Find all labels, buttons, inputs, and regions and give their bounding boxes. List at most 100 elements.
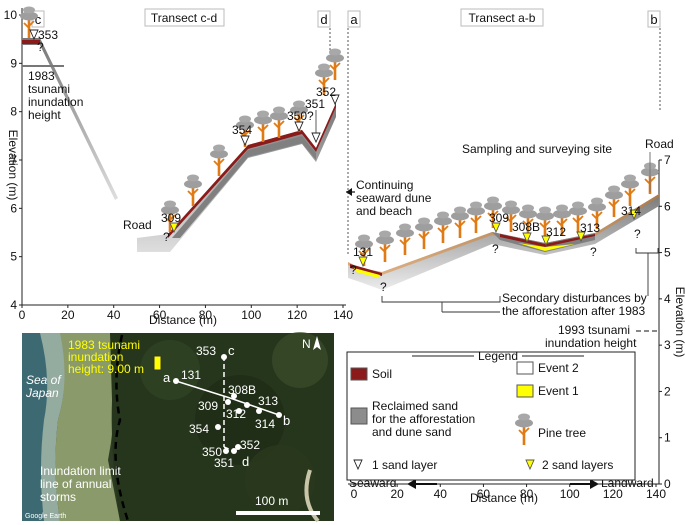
label-309-left: 309 <box>161 211 181 225</box>
marker-351 <box>311 132 321 143</box>
marker-353 <box>29 29 39 40</box>
label-353: 353 <box>38 28 58 42</box>
map-label-312: 312 <box>226 407 246 421</box>
right-y-tick-3: 3 <box>664 338 671 352</box>
label-309-right: 309 <box>489 211 509 225</box>
right-x-tick-2: 40 <box>434 487 448 501</box>
label-313: 313 <box>580 221 600 235</box>
unknown-313: ? <box>590 245 597 259</box>
legend-event2: Event 2 <box>538 361 579 375</box>
left-y-tick-0: 4 <box>10 298 17 312</box>
label-350: 350 <box>287 109 307 123</box>
legend-two-layers: 2 sand layers <box>542 458 613 472</box>
right-y-tick-4: 4 <box>664 292 671 306</box>
left-y-tick-4: 8 <box>10 105 17 119</box>
label-131: 131 <box>353 245 373 259</box>
scale-bar <box>236 511 320 515</box>
north-label: N <box>302 337 311 351</box>
legend-swatch-event2 <box>516 361 534 375</box>
label-314: 314 <box>621 204 641 218</box>
map-label-a: a <box>163 370 171 385</box>
left-corner-label-c: c <box>35 12 42 27</box>
right-y-tick-2: 2 <box>664 384 671 398</box>
right-y-tick-5: 5 <box>664 246 671 260</box>
left-y-tick-1: 5 <box>10 250 17 264</box>
left-panel-title: Transect c-d <box>151 11 217 25</box>
label-352: 352 <box>316 85 336 99</box>
left-x-tick-4: 80 <box>199 308 213 322</box>
right-x-tick-7: 140 <box>646 487 666 501</box>
right-x-tick-4: 80 <box>520 487 534 501</box>
unknown-309-left: ? <box>163 230 170 244</box>
sampling-site-label: Sampling and surveying site <box>462 142 612 156</box>
left-y-tick-5: 9 <box>10 56 17 70</box>
right-x-tick-1: 20 <box>390 487 404 501</box>
marker-354 <box>240 135 250 146</box>
unknown-314: ? <box>634 227 641 241</box>
legend-title: Legend <box>478 349 518 363</box>
profile-ab <box>348 194 659 290</box>
right-x-tick-5: 100 <box>560 487 580 501</box>
right-road-label: Road <box>645 137 674 151</box>
map-label-352: 352 <box>240 438 260 452</box>
left-corner-label-d: d <box>320 12 327 27</box>
right-x-tick-6: 120 <box>603 487 623 501</box>
north-arrow-icon <box>313 336 321 350</box>
map-label-314: 314 <box>255 417 275 431</box>
unknown-a-base: ? <box>380 280 387 294</box>
right-panel-title: Transect a-b <box>469 11 536 25</box>
right-y-axis-label: Elevation (m) <box>673 287 685 358</box>
map-transects <box>173 354 282 454</box>
left-x-tick-0: 0 <box>19 308 26 322</box>
legend-soil: Soil <box>372 367 392 381</box>
right-y-tick-6: 6 <box>664 199 671 213</box>
unknown-353: ? <box>37 40 44 54</box>
map-label-353: 353 <box>196 344 216 358</box>
map-label-351: 351 <box>214 456 234 470</box>
storm-limit-line <box>114 334 130 522</box>
left-x-axis-label: Distance (m) <box>149 313 217 327</box>
scale-label: 100 m <box>255 494 288 508</box>
left-x-tick-3: 60 <box>153 308 167 322</box>
map-inundation-marker <box>153 355 162 371</box>
right-x-tick-0: 0 <box>351 487 358 501</box>
left-y-tick-2: 6 <box>10 201 17 215</box>
left-title-box <box>144 8 225 27</box>
legend-box <box>346 351 636 481</box>
left-x-tick-2: 40 <box>107 308 121 322</box>
legend-event1: Event 1 <box>538 384 579 398</box>
map-label-b: b <box>283 413 290 428</box>
map-label-131: 131 <box>181 368 201 382</box>
map-label-313: 313 <box>258 394 278 408</box>
right-corner-label-a: a <box>350 12 358 27</box>
label-312: 312 <box>546 225 566 239</box>
map-label-354: 354 <box>189 422 209 436</box>
profile-cd <box>22 38 336 252</box>
legend-pine: Pine tree <box>538 426 586 440</box>
legend-swatch-sand <box>350 407 368 425</box>
left-y-tick-3: 7 <box>10 153 17 167</box>
label-351: 351 <box>305 97 325 111</box>
left-x-tick-1: 20 <box>61 308 75 322</box>
map-label-d: d <box>242 454 249 469</box>
legend-one-layer: 1 sand layer <box>372 458 437 472</box>
legend-swatch-soil <box>350 367 368 381</box>
right-y-tick-0: 0 <box>664 477 671 491</box>
right-y-tick-1: 1 <box>664 431 671 445</box>
legend-swatch-event1 <box>516 384 534 398</box>
map-label-308B: 308B <box>228 383 256 397</box>
label-308B: 308B <box>512 220 540 234</box>
left-x-tick-7: 140 <box>333 308 353 322</box>
